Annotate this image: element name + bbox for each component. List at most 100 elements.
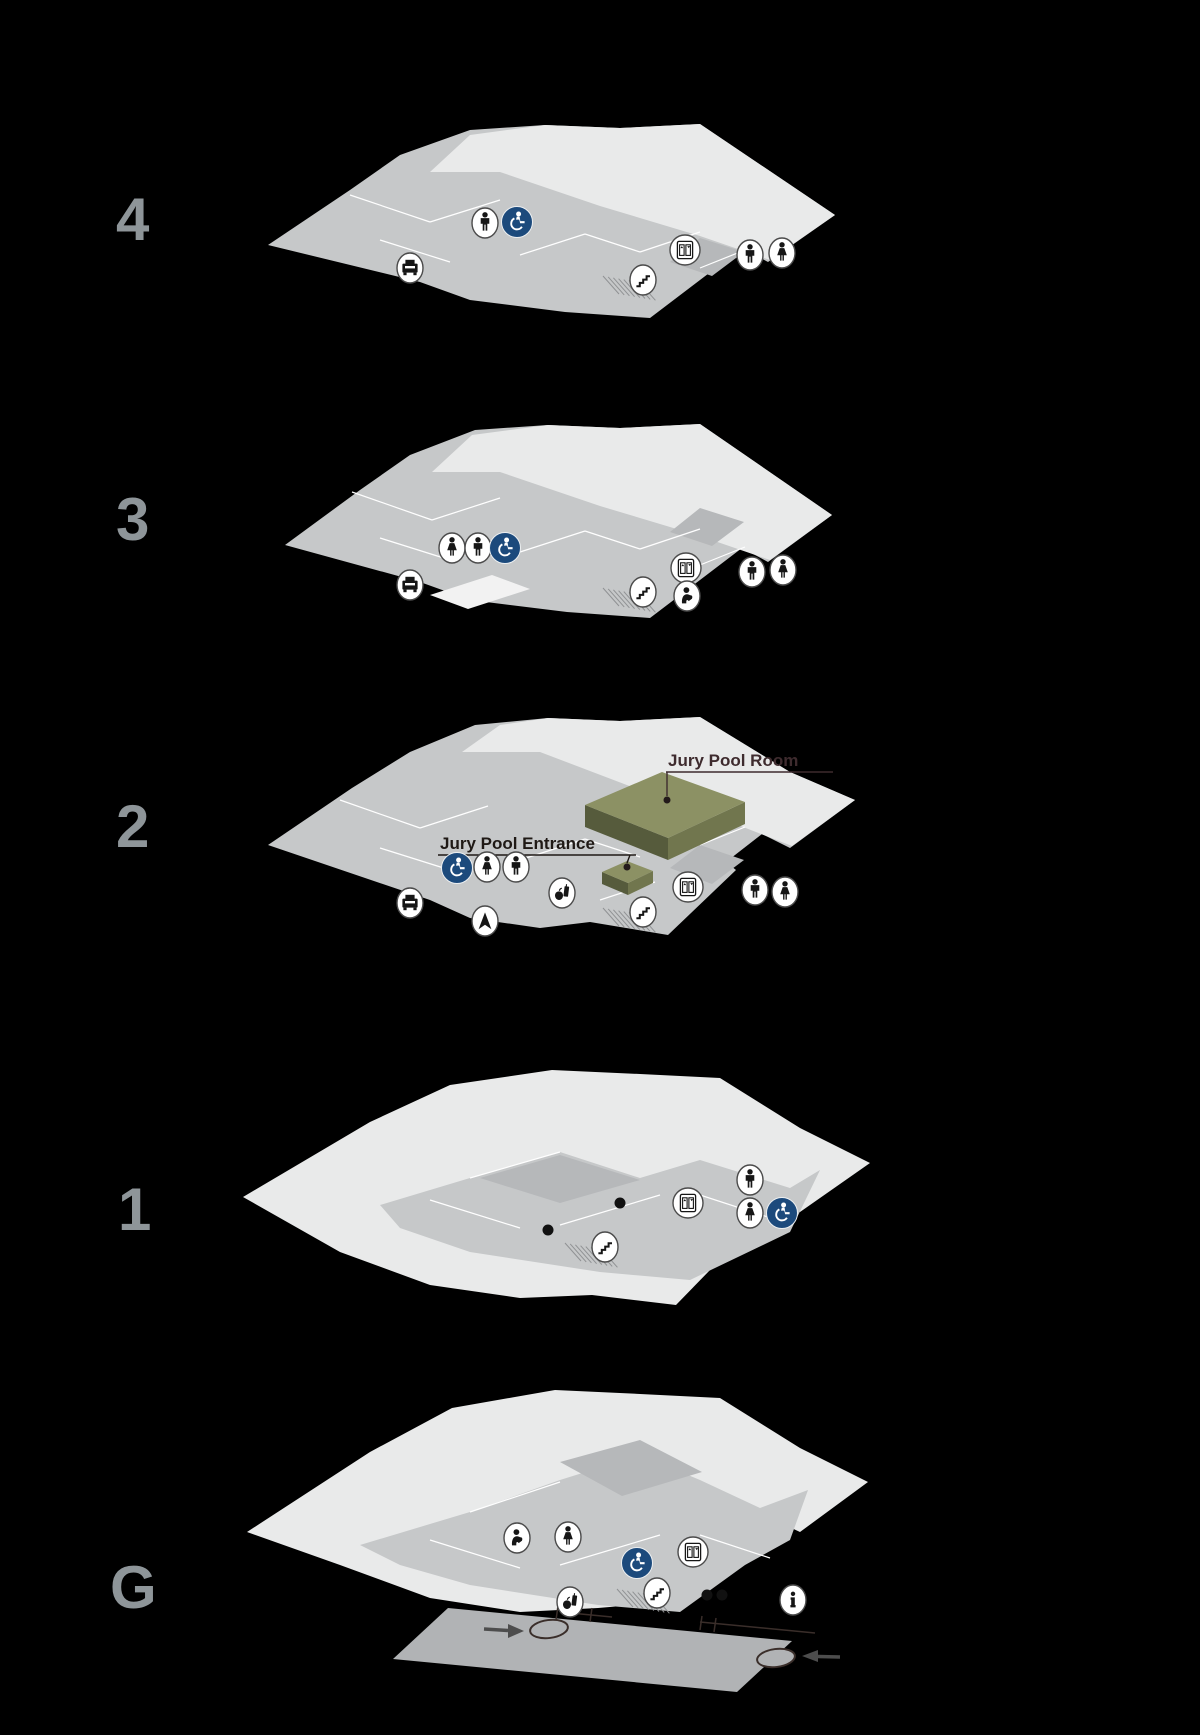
arrowhead-glyph xyxy=(478,912,492,930)
floor-4-group: 4 xyxy=(116,124,835,318)
baby-care-icon xyxy=(673,580,701,612)
restroom-woman-icon xyxy=(473,851,501,883)
entrance-arrow-right-icon xyxy=(483,1624,524,1638)
accessible-icon xyxy=(501,206,533,238)
restroom-woman-glyph xyxy=(777,242,787,261)
elevator-icon xyxy=(669,234,701,266)
stairs-glyph xyxy=(598,1242,612,1255)
restroom-man-glyph xyxy=(750,879,760,898)
restroom-man-icon xyxy=(738,556,766,588)
entrance-arrow-left-icon xyxy=(802,1650,841,1662)
corridor-region xyxy=(360,1455,808,1612)
hatch-line xyxy=(580,1245,597,1265)
copier-icon xyxy=(396,569,424,601)
hatch-line xyxy=(602,275,620,295)
stairs-glyph xyxy=(636,907,650,920)
accessible-glyph xyxy=(630,1552,645,1572)
jury-pool-room-label: Jury Pool Room xyxy=(668,751,798,770)
room-wall-line xyxy=(699,546,746,566)
restroom-woman-icon xyxy=(736,1197,764,1229)
entrance-tick xyxy=(589,1607,593,1623)
hatch-line xyxy=(602,907,620,927)
stairs-icon xyxy=(591,1231,619,1263)
restroom-man-glyph xyxy=(480,212,490,231)
jury-pool-room-block xyxy=(585,772,745,838)
room-wall-line xyxy=(349,194,431,223)
floor-G-group: G xyxy=(110,1390,868,1692)
hatch-line xyxy=(632,1591,649,1611)
baby-care-glyph xyxy=(511,1529,523,1546)
hatch-line xyxy=(618,278,635,298)
room-wall-line xyxy=(429,1199,521,1229)
room-wall-line xyxy=(584,530,641,550)
restroom-man-glyph xyxy=(745,1169,755,1188)
elevator-icon xyxy=(670,552,702,584)
restroom-woman-glyph xyxy=(778,559,788,578)
elevator-glyph xyxy=(684,1542,702,1562)
accessible-icon xyxy=(621,1547,653,1579)
accessible-icon xyxy=(489,532,521,564)
hatch-line xyxy=(613,277,630,297)
jury-pool-entrance-front-face xyxy=(602,872,628,895)
corridor-region xyxy=(380,1152,820,1280)
plate-dark-region xyxy=(560,1440,702,1496)
copier-icon xyxy=(396,252,424,284)
elevator-icon xyxy=(677,1536,709,1568)
hatch-line xyxy=(618,910,635,930)
room-wall-line xyxy=(559,1194,661,1226)
dot-icon xyxy=(542,1224,554,1236)
hatch-line xyxy=(616,1588,634,1608)
jury-pool-entrance-leader xyxy=(626,854,631,864)
restroom-man-icon xyxy=(736,239,764,271)
stairs-glyph xyxy=(636,587,650,600)
elevator-glyph xyxy=(677,558,695,578)
restroom-woman-icon xyxy=(554,1521,582,1553)
baby-care-icon xyxy=(503,1522,531,1554)
food-icon xyxy=(548,877,576,909)
arrow-shaft xyxy=(483,1627,509,1633)
room-wall-line xyxy=(379,537,451,561)
accessible-glyph xyxy=(510,211,525,231)
restroom-man-glyph xyxy=(745,244,755,263)
hatch-line xyxy=(602,587,620,607)
room-wall-line xyxy=(639,528,701,550)
room-wall-line xyxy=(699,826,746,846)
jury-pool-entrance-leader-dot xyxy=(623,863,631,871)
plate-dark-region xyxy=(480,1155,640,1203)
restroom-woman-icon xyxy=(768,237,796,269)
room-wall-line xyxy=(469,1151,561,1179)
restroom-man-icon xyxy=(502,851,530,883)
restroom-man-glyph xyxy=(511,856,521,875)
jury-pool-entrance-block xyxy=(602,861,653,883)
hatch-line xyxy=(627,1590,644,1610)
hatch-line xyxy=(607,908,625,928)
info-icon xyxy=(779,1584,807,1616)
dot-icon xyxy=(701,1589,713,1601)
jury-pool-entrance-side-face xyxy=(628,871,653,895)
entrance-door-oval xyxy=(529,1618,569,1640)
restroom-woman-icon xyxy=(771,876,799,908)
room-wall-line xyxy=(559,1534,661,1566)
jury-pool-entrance-label: Jury Pool Entrance xyxy=(440,834,595,853)
room-wall-line xyxy=(699,1534,771,1559)
jury-pool-room-side-face xyxy=(668,802,745,860)
room-wall-line xyxy=(584,838,641,858)
restroom-woman-glyph xyxy=(447,537,457,556)
floor-label-1: 1 xyxy=(118,1176,151,1243)
room-wall-line xyxy=(519,530,586,553)
stairs-glyph xyxy=(636,275,650,288)
elevator-icon xyxy=(672,871,704,903)
restroom-man-icon xyxy=(736,1164,764,1196)
baby-care-glyph xyxy=(681,587,693,604)
ground-entrance-area xyxy=(393,1605,841,1692)
stairs-icon xyxy=(629,896,657,928)
hatch-line xyxy=(621,1589,639,1609)
elevator-glyph xyxy=(679,877,697,897)
accessible-glyph xyxy=(450,857,465,877)
room-wall-line xyxy=(429,1539,521,1569)
dot-icon xyxy=(716,1589,728,1601)
accessible-glyph xyxy=(775,1202,790,1222)
restroom-woman-glyph xyxy=(780,881,790,900)
